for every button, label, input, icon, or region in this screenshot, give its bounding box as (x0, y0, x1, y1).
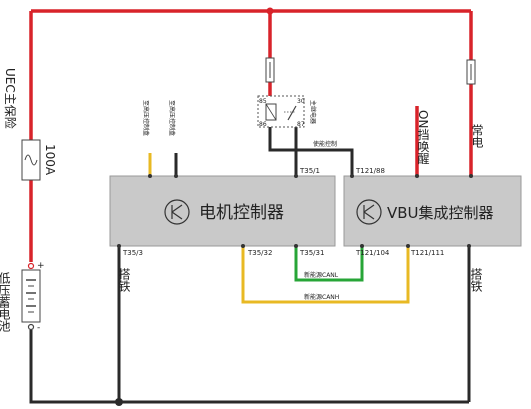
motor-controller-icon (164, 199, 190, 225)
main-fuse-value: 100A (43, 144, 57, 176)
ground-battery (29, 330, 469, 404)
pin-t35-32: T35/32 (247, 249, 272, 257)
mc-top-lead-left-label: 至高压控制盒 (142, 100, 150, 136)
can-h-label: 新能源CANH (304, 293, 339, 301)
vbu-controller-module: VBU集成控制器 (343, 175, 522, 247)
constant-power-label: 常电 (470, 124, 484, 148)
pin-t121-111: T121/111 (410, 249, 444, 257)
svg-text:86: 86 (259, 121, 267, 128)
main-relay: 85 86 30 87 (257, 95, 305, 128)
vbu-ground-label: 搭铁 (469, 268, 483, 292)
battery-minus-label: - (37, 323, 40, 333)
can-h-wire (241, 246, 410, 304)
top-junction-dot (266, 7, 274, 15)
motor-controller-ground-label: 搭铁 (117, 268, 131, 292)
ground-wires (29, 127, 471, 404)
main-fuse-label: UEC主保险 (3, 68, 18, 129)
motor-controller-name: 电机控制器 (199, 203, 284, 223)
small-fuse-const (466, 59, 476, 85)
mc-top-lead-right-label: 至高压控制盒 (168, 100, 176, 136)
pin-t121-88: T121/88 (355, 167, 385, 175)
vbu-controller-name: VBU集成控制器 (387, 204, 494, 222)
motor-controller-module: 电机控制器 (109, 175, 336, 247)
pin-t35-31: T35/31 (299, 249, 324, 257)
on-wake-label: ON挡唤醒 (416, 110, 430, 164)
svg-text:87: 87 (297, 121, 305, 128)
battery-minus-terminal (27, 323, 35, 331)
battery-plus-label: + (37, 261, 45, 271)
ground-junction-dot (115, 398, 123, 406)
small-fuse-relay (265, 57, 275, 83)
battery-plus-terminal (27, 262, 35, 270)
relay-label: 主继电器 (309, 100, 317, 124)
pin-t121-104: T121/104 (355, 249, 390, 257)
can-l-wire (294, 246, 364, 282)
power-wires (29, 9, 473, 262)
pin-t35-1: T35/1 (299, 167, 320, 175)
battery-symbol (21, 269, 41, 323)
svg-text:30: 30 (297, 98, 305, 105)
vbu-controller-icon (356, 199, 382, 225)
enable-control-wire (294, 127, 354, 176)
pin-t35-3: T35/3 (122, 249, 143, 257)
motor-controller-pins (117, 174, 298, 248)
enable-control-label: 使能控制 (313, 140, 337, 148)
can-l-label: 新能源CANL (304, 271, 339, 279)
battery-label: 低压蓄电池 (0, 272, 11, 332)
vbu-controller-pins (350, 174, 473, 248)
relay-to-mc-wire (268, 127, 296, 152)
svg-text:85: 85 (259, 98, 267, 105)
main-fuse (21, 139, 41, 181)
